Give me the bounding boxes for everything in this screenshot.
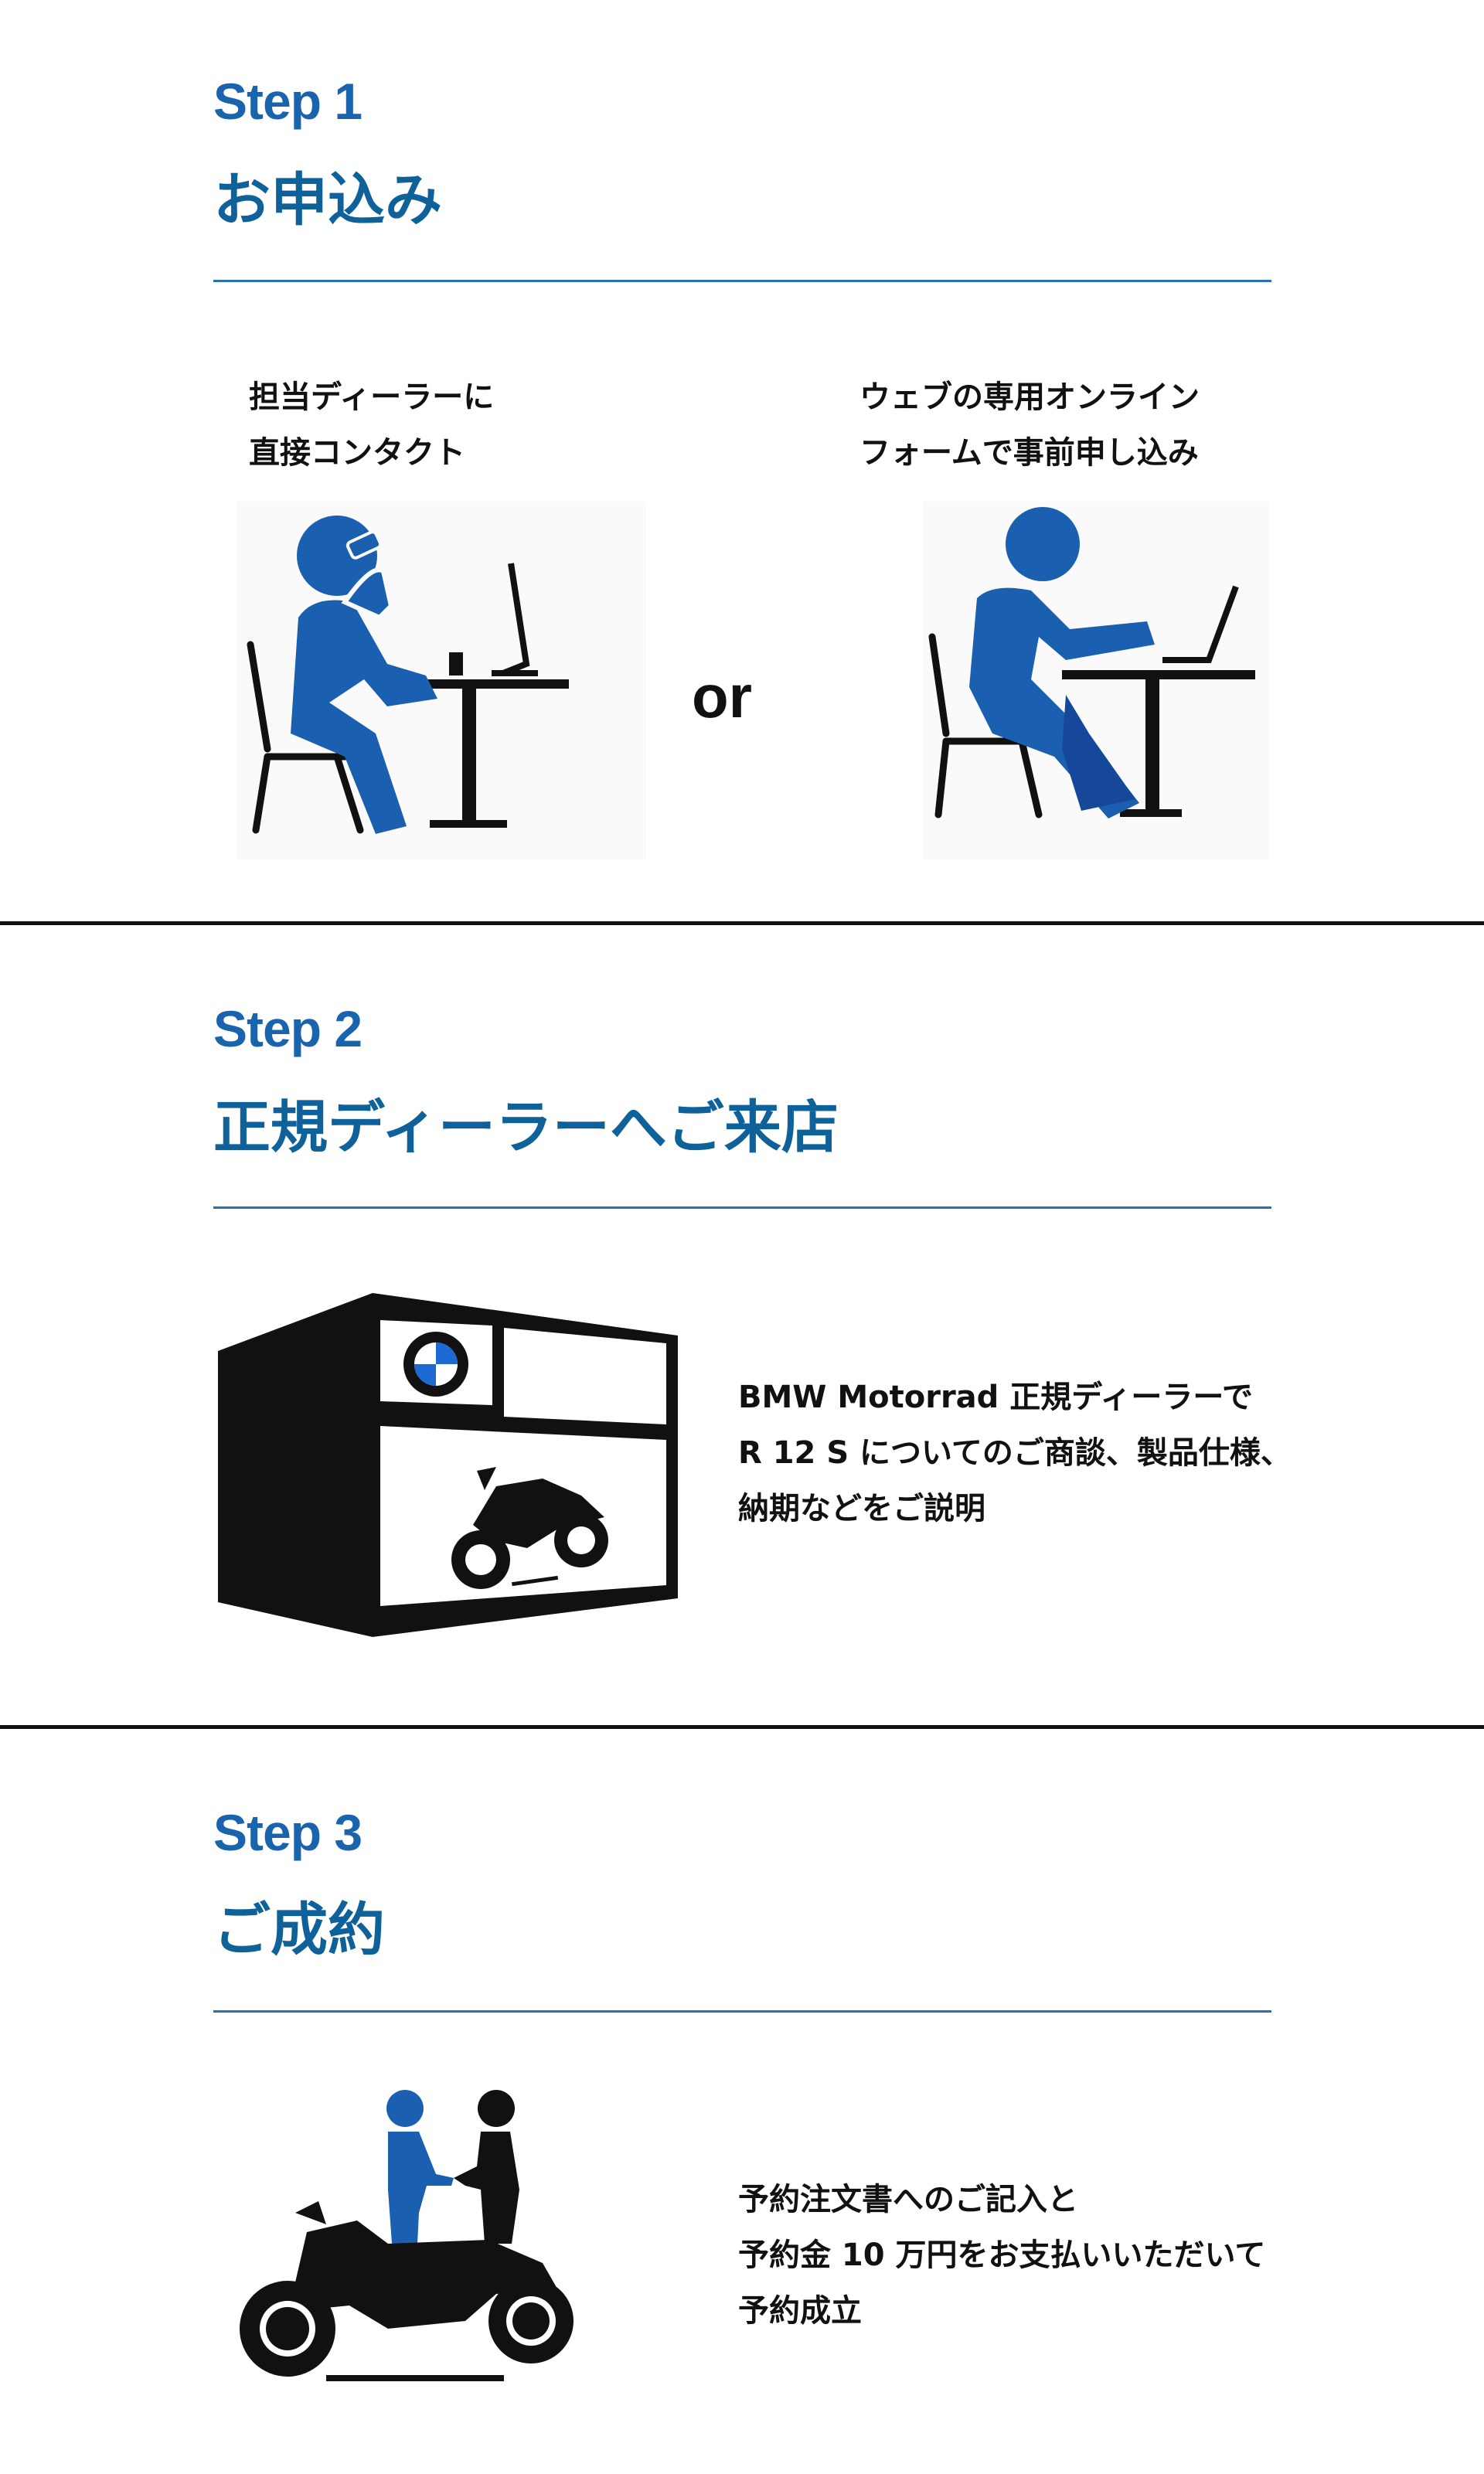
handshake-motorcycle-illustration [240, 2090, 574, 2381]
step-3-description: 予約注文書へのご記入と 予約金 10 万円をお支払いいただいて 予約成立 [738, 2172, 1265, 2339]
step-2-label: Step 2 [213, 1000, 362, 1057]
option-dealer-text: 担当ディーラーに 直接コンタクト [249, 369, 494, 481]
motorcycle-icon [451, 1467, 608, 1589]
step-2-line3: 納期などをご説明 [738, 1491, 985, 1526]
or-connector: or [692, 662, 752, 730]
step-3-line1: 予約注文書へのご記入と [738, 2182, 1078, 2217]
step-3-divider [213, 2010, 1271, 2013]
option-dealer-line2: 直接コンタクト [249, 435, 465, 471]
step-3-title: ご成約 [213, 1897, 385, 1963]
bmw-logo-icon [403, 1332, 468, 1397]
step-2-line2: R 12 S についてのご商談、製品仕様、 [738, 1435, 1292, 1471]
step-2-title: 正規ディーラーへご来店 [213, 1094, 839, 1161]
step-1-divider [213, 280, 1271, 282]
option-web-text: ウェブの専用オンライン フォームで事前申し込み [859, 369, 1200, 481]
laptop-illustration [923, 502, 1269, 859]
step-3-line2: 予約金 10 万円をお支払いいただいて [738, 2237, 1266, 2273]
dealer-store-illustration [218, 1293, 678, 1637]
option-web-line2: フォームで事前申し込み [859, 435, 1199, 471]
motorcycle-icon [240, 2201, 574, 2381]
section-separator-2 [0, 1725, 1484, 1729]
step-2-divider [213, 1206, 1271, 1209]
option-dealer-line1: 担当ディーラーに [249, 379, 495, 415]
step-1-title: お申込み [213, 167, 442, 233]
option-web-line1: ウェブの専用オンライン [859, 379, 1200, 415]
step-3-line3: 予約成立 [738, 2293, 862, 2329]
step-1-label: Step 1 [213, 73, 362, 130]
step-3-label: Step 3 [213, 1804, 362, 1861]
section-separator-1 [0, 921, 1484, 925]
phone-call-illustration [237, 502, 646, 859]
step-2-description: BMW Motorrad 正規ディーラーで R 12 S についてのご商談、製品… [738, 1370, 1292, 1536]
step-2-line1: BMW Motorrad 正規ディーラーで [738, 1380, 1254, 1415]
